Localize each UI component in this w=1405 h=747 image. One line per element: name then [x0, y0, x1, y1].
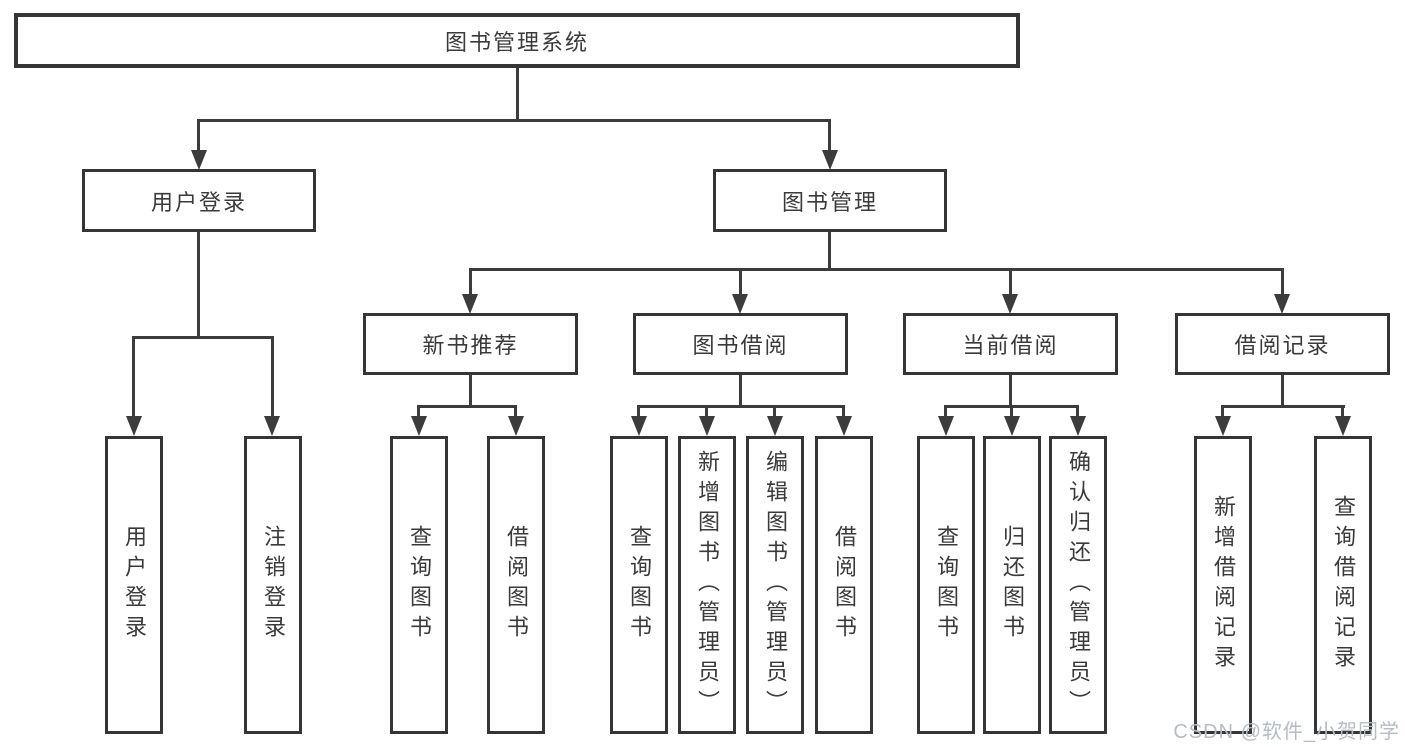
- arrow-down: [1070, 416, 1086, 436]
- arrow-down: [1215, 416, 1231, 436]
- connector-stem: [637, 405, 640, 418]
- connector-mgmt-stem: [828, 232, 831, 271]
- connector-stem: [197, 119, 200, 152]
- leaf-label: 查询图书: [934, 525, 959, 645]
- connector-root-stem: [516, 68, 519, 121]
- leaf-label: 编辑图书（管理员）: [763, 450, 788, 720]
- connector-stem: [739, 375, 742, 408]
- connector-stem: [1341, 405, 1344, 418]
- arrow-down: [508, 416, 524, 436]
- arrow-down: [264, 416, 280, 436]
- arrow-down: [411, 416, 427, 436]
- node-leaf-edit-book-admin: 编辑图书（管理员）: [746, 436, 804, 734]
- connector-login-rail: [132, 336, 274, 339]
- arrow-down: [767, 416, 783, 436]
- node-leaf-add-borrow-record: 新增借阅记录: [1194, 436, 1252, 734]
- arrow-down: [1002, 294, 1018, 314]
- leaf-label: 确认归还（管理员）: [1066, 450, 1091, 720]
- node-borrow-records: 借阅记录: [1175, 313, 1390, 375]
- node-leaf-user-login: 用户登录: [105, 436, 163, 734]
- node-leaf-query-borrow-record: 查询借阅记录: [1314, 436, 1372, 734]
- node-leaf-borrow-book: 借阅图书: [815, 436, 873, 734]
- node-book-borrow: 图书借阅: [633, 313, 848, 375]
- arrow-down: [1274, 294, 1290, 314]
- node-user-login: 用户登录: [82, 169, 316, 232]
- connector-login-stem: [197, 232, 200, 339]
- node-leaf-logout: 注销登录: [244, 436, 302, 734]
- leaf-label: 新增图书（管理员）: [695, 450, 720, 720]
- arrow-down: [631, 416, 647, 436]
- connector-stem: [1010, 405, 1013, 418]
- connector-stem: [842, 405, 845, 418]
- arrow-down: [126, 416, 142, 436]
- connector-rail: [417, 405, 517, 408]
- leaf-label: 查询借阅记录: [1331, 495, 1356, 675]
- connector-stem: [514, 405, 517, 418]
- connector-rail: [637, 405, 845, 408]
- leaf-label: 借阅图书: [832, 525, 857, 645]
- connector-stem: [132, 336, 135, 417]
- connector-stem: [1221, 405, 1224, 418]
- connector-stem: [739, 268, 742, 296]
- leaf-label: 借阅图书: [504, 525, 529, 645]
- connector-stem: [417, 405, 420, 418]
- connector-stem: [828, 119, 831, 152]
- connector-stem: [944, 405, 947, 418]
- arrow-down: [191, 150, 207, 170]
- connector-mgmt-rail: [469, 268, 1284, 271]
- connector-stem: [271, 336, 274, 417]
- node-leaf-query-book: 查询图书: [917, 436, 975, 734]
- arrow-down: [836, 416, 852, 436]
- leaf-label: 注销登录: [261, 525, 286, 645]
- node-leaf-query-book: 查询图书: [390, 436, 448, 734]
- arrow-down: [462, 294, 478, 314]
- node-leaf-borrow-book: 借阅图书: [487, 436, 545, 734]
- connector-root-rail: [197, 119, 831, 122]
- node-current-borrow: 当前借阅: [903, 313, 1118, 375]
- connector-stem: [1009, 268, 1012, 296]
- connector-stem: [469, 268, 472, 296]
- connector-stem: [1281, 268, 1284, 296]
- arrow-down: [822, 150, 838, 170]
- arrow-down: [699, 416, 715, 436]
- connector-stem: [469, 375, 472, 408]
- arrow-down: [938, 416, 954, 436]
- leaf-label: 用户登录: [122, 525, 147, 645]
- node-book-management: 图书管理: [713, 169, 947, 232]
- connector-stem: [705, 405, 708, 418]
- node-new-book-recommend: 新书推荐: [363, 313, 578, 375]
- node-leaf-return-book: 归还图书: [983, 436, 1041, 734]
- leaf-label: 归还图书: [1000, 525, 1025, 645]
- connector-stem: [1281, 375, 1284, 408]
- connector-stem: [773, 405, 776, 418]
- leaf-label: 查询图书: [627, 525, 652, 645]
- node-library-system: 图书管理系统: [14, 13, 1020, 68]
- csdn-watermark: CSDN @软件_小贺同学: [1173, 721, 1400, 743]
- node-leaf-add-book-admin: 新增图书（管理员）: [678, 436, 736, 734]
- node-leaf-confirm-return-admin: 确认归还（管理员）: [1049, 436, 1107, 734]
- leaf-label: 新增借阅记录: [1211, 495, 1236, 675]
- connector-stem: [1076, 405, 1079, 418]
- arrow-down: [1335, 416, 1351, 436]
- node-leaf-query-book: 查询图书: [610, 436, 668, 734]
- arrow-down: [1004, 416, 1020, 436]
- leaf-label: 查询图书: [407, 525, 432, 645]
- connector-rail: [1221, 405, 1345, 408]
- arrow-down: [732, 294, 748, 314]
- connector-stem: [1009, 375, 1012, 408]
